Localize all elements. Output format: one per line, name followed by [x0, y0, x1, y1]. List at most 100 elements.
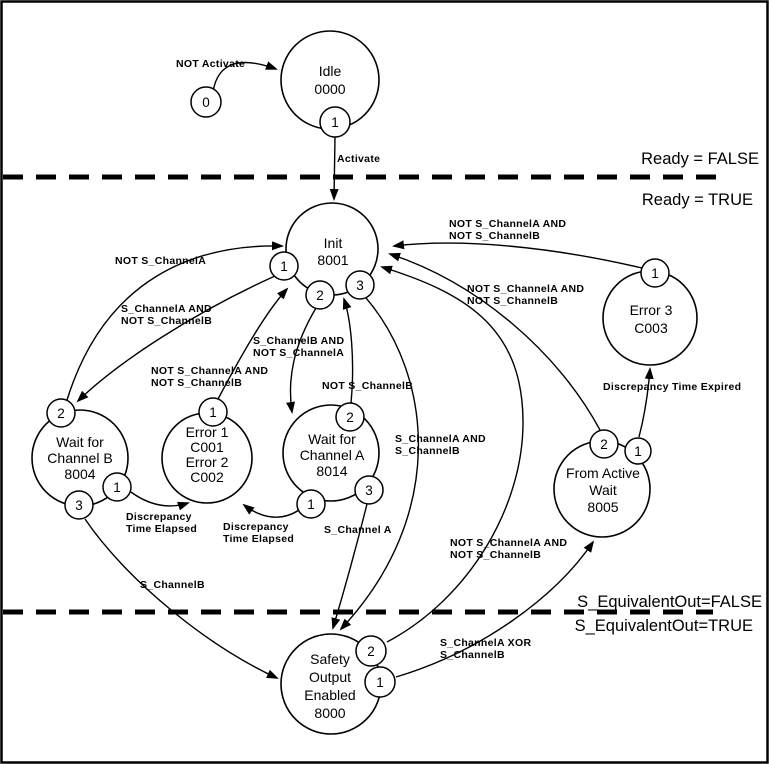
label-ready-true: Ready = TRUE — [642, 191, 753, 209]
label-err3-cond-2: NOT S_ChannelB — [449, 230, 540, 242]
label-disc-elapsed-b-1: Discrepancy — [126, 511, 192, 523]
port-error3-1-label: 1 — [651, 266, 659, 281]
edge-waita-to-safety — [331, 503, 368, 630]
state-error12-line4: C002 — [190, 469, 224, 485]
edge-waita-to-error2 — [242, 503, 300, 518]
label-b-and-not-a-1: S_ChannelB AND — [253, 335, 344, 347]
label-equivalent-true: S_EquivalentOut=TRUE — [575, 617, 753, 635]
state-idle-code: 0000 — [314, 81, 345, 97]
port-faw-2-label: 2 — [600, 437, 608, 452]
edge-waitb-to-safety — [84, 518, 279, 679]
port-faw-1-circle — [624, 437, 652, 465]
label-not-activate: NOT Activate — [176, 58, 245, 70]
label-discrepancy-expired: Discrepancy Time Expired — [603, 381, 741, 393]
label-not-channel-b: NOT S_ChannelB — [322, 380, 413, 392]
port-waita-2-label: 2 — [346, 410, 354, 425]
edge-init-to-safety — [339, 297, 420, 631]
label-safety-cond-1: NOT S_ChannelA AND — [450, 537, 567, 549]
state-safety-line1: Safety — [310, 651, 350, 667]
state-faw-line2: Wait — [589, 482, 617, 498]
label-ready-false: Ready = FALSE — [641, 150, 759, 168]
state-waitb-line1: Wait for — [56, 434, 104, 450]
label-err3-cond-1: NOT S_ChannelA AND — [449, 218, 566, 230]
port-waitb-3-circle — [64, 490, 94, 520]
state-init-code: 8001 — [317, 252, 348, 268]
port-init-3-label: 3 — [356, 278, 364, 293]
label-safety-cond-2: NOT S_ChannelB — [450, 549, 541, 561]
state-error3-name: Error 3 — [630, 302, 673, 318]
state-error3-code: C003 — [634, 320, 668, 336]
state-waita-line2: Channel A — [300, 447, 365, 463]
port-waita-2-circle — [335, 402, 365, 432]
edge-init-to-waitb — [76, 275, 276, 403]
edge-idle-to-init-activate — [329, 136, 339, 201]
state-idle-name: Idle — [319, 63, 342, 79]
edge-faw-to-error3 — [638, 367, 654, 438]
label-a-xor-b-1: S_ChannelA XOR — [440, 637, 531, 649]
state-init-name: Init — [324, 235, 343, 251]
port-error12-1-label: 1 — [209, 405, 217, 420]
edge-error3-to-init — [392, 240, 643, 269]
port-waitb-2-circle — [46, 398, 76, 428]
port-error12-1-circle — [198, 397, 228, 427]
port-waita-3-circle — [354, 475, 384, 505]
port-start-label: 0 — [202, 95, 210, 110]
label-faw-cond-2: NOT S_ChannelB — [467, 295, 558, 307]
label-activate: Activate — [337, 153, 380, 165]
edge-safety-to-faw — [395, 540, 595, 678]
label-not-channel-a: NOT S_ChannelA — [115, 255, 206, 267]
edge-waitb-to-error1 — [130, 491, 190, 511]
edge-start-to-idle — [212, 61, 278, 93]
label-faw-cond-1: NOT S_ChannelA AND — [467, 283, 584, 295]
port-safety-2-circle — [355, 635, 387, 667]
state-faw-line1: From Active — [566, 465, 640, 481]
state-waita-code: 8014 — [316, 463, 347, 479]
port-error3-1-circle — [640, 258, 670, 288]
port-start-circle — [190, 86, 222, 118]
label-disc-elapsed-b-2: Time Elapsed — [126, 523, 197, 535]
port-idle-1-circle — [319, 106, 351, 138]
state-error12-line2: C001 — [190, 439, 224, 455]
port-safety-1-circle — [364, 666, 396, 698]
port-waitb-3-label: 3 — [75, 498, 83, 513]
port-safety-2-label: 2 — [367, 644, 375, 659]
edge-faw-to-init — [388, 252, 601, 431]
state-waitb-code: 8004 — [64, 466, 95, 482]
state-faw-code: 8005 — [587, 499, 618, 515]
label-disc-elapsed-a-2: Time Elapsed — [223, 533, 294, 545]
edge-error12-to-init — [217, 287, 289, 400]
port-safety-1-label: 1 — [376, 675, 384, 690]
label-err12-cond-1: NOT S_ChannelA AND — [151, 365, 268, 377]
state-safety-line3: Enabled — [304, 687, 355, 703]
port-idle-1-label: 1 — [331, 115, 339, 130]
port-init-3-circle — [345, 270, 375, 300]
port-faw-1-label: 1 — [634, 444, 642, 459]
label-equivalent-false: S_EquivalentOut=FALSE — [577, 593, 762, 611]
state-waitb-line2: Channel B — [47, 450, 112, 466]
label-s-channel-b: S_ChannelB — [140, 579, 205, 591]
label-a-xor-b-2: S_ChannelB — [440, 649, 505, 661]
port-waita-1-label: 1 — [307, 497, 315, 512]
state-error12-line1: Error 1 — [186, 424, 229, 440]
state-error12-line3: Error 2 — [186, 454, 229, 470]
port-faw-2-circle — [589, 429, 619, 459]
edge-waitb-to-init — [66, 241, 284, 401]
label-a-and-not-b-1: S_ChannelA AND — [121, 303, 212, 315]
port-waita-1-circle — [296, 489, 326, 519]
label-s-channel-a: S_Channel A — [324, 524, 392, 536]
state-safety-code: 8000 — [314, 705, 345, 721]
edge-init-to-waita — [286, 307, 317, 414]
port-init-2-circle — [305, 280, 335, 310]
edge-safety-to-init — [380, 265, 524, 643]
label-disc-elapsed-a-1: Discrepancy — [223, 521, 289, 533]
port-init-1-label: 1 — [280, 259, 288, 274]
state-safety-line2: Output — [309, 669, 351, 685]
label-a-and-b-1: S_ChannelA AND — [395, 433, 486, 445]
port-waita-3-label: 3 — [365, 483, 373, 498]
label-b-and-not-a-2: NOT S_ChannelA — [253, 347, 344, 359]
label-err12-cond-2: NOT S_ChannelB — [151, 377, 242, 389]
label-a-and-b-2: S_ChannelB — [395, 445, 460, 457]
port-waitb-1-label: 1 — [113, 480, 121, 495]
